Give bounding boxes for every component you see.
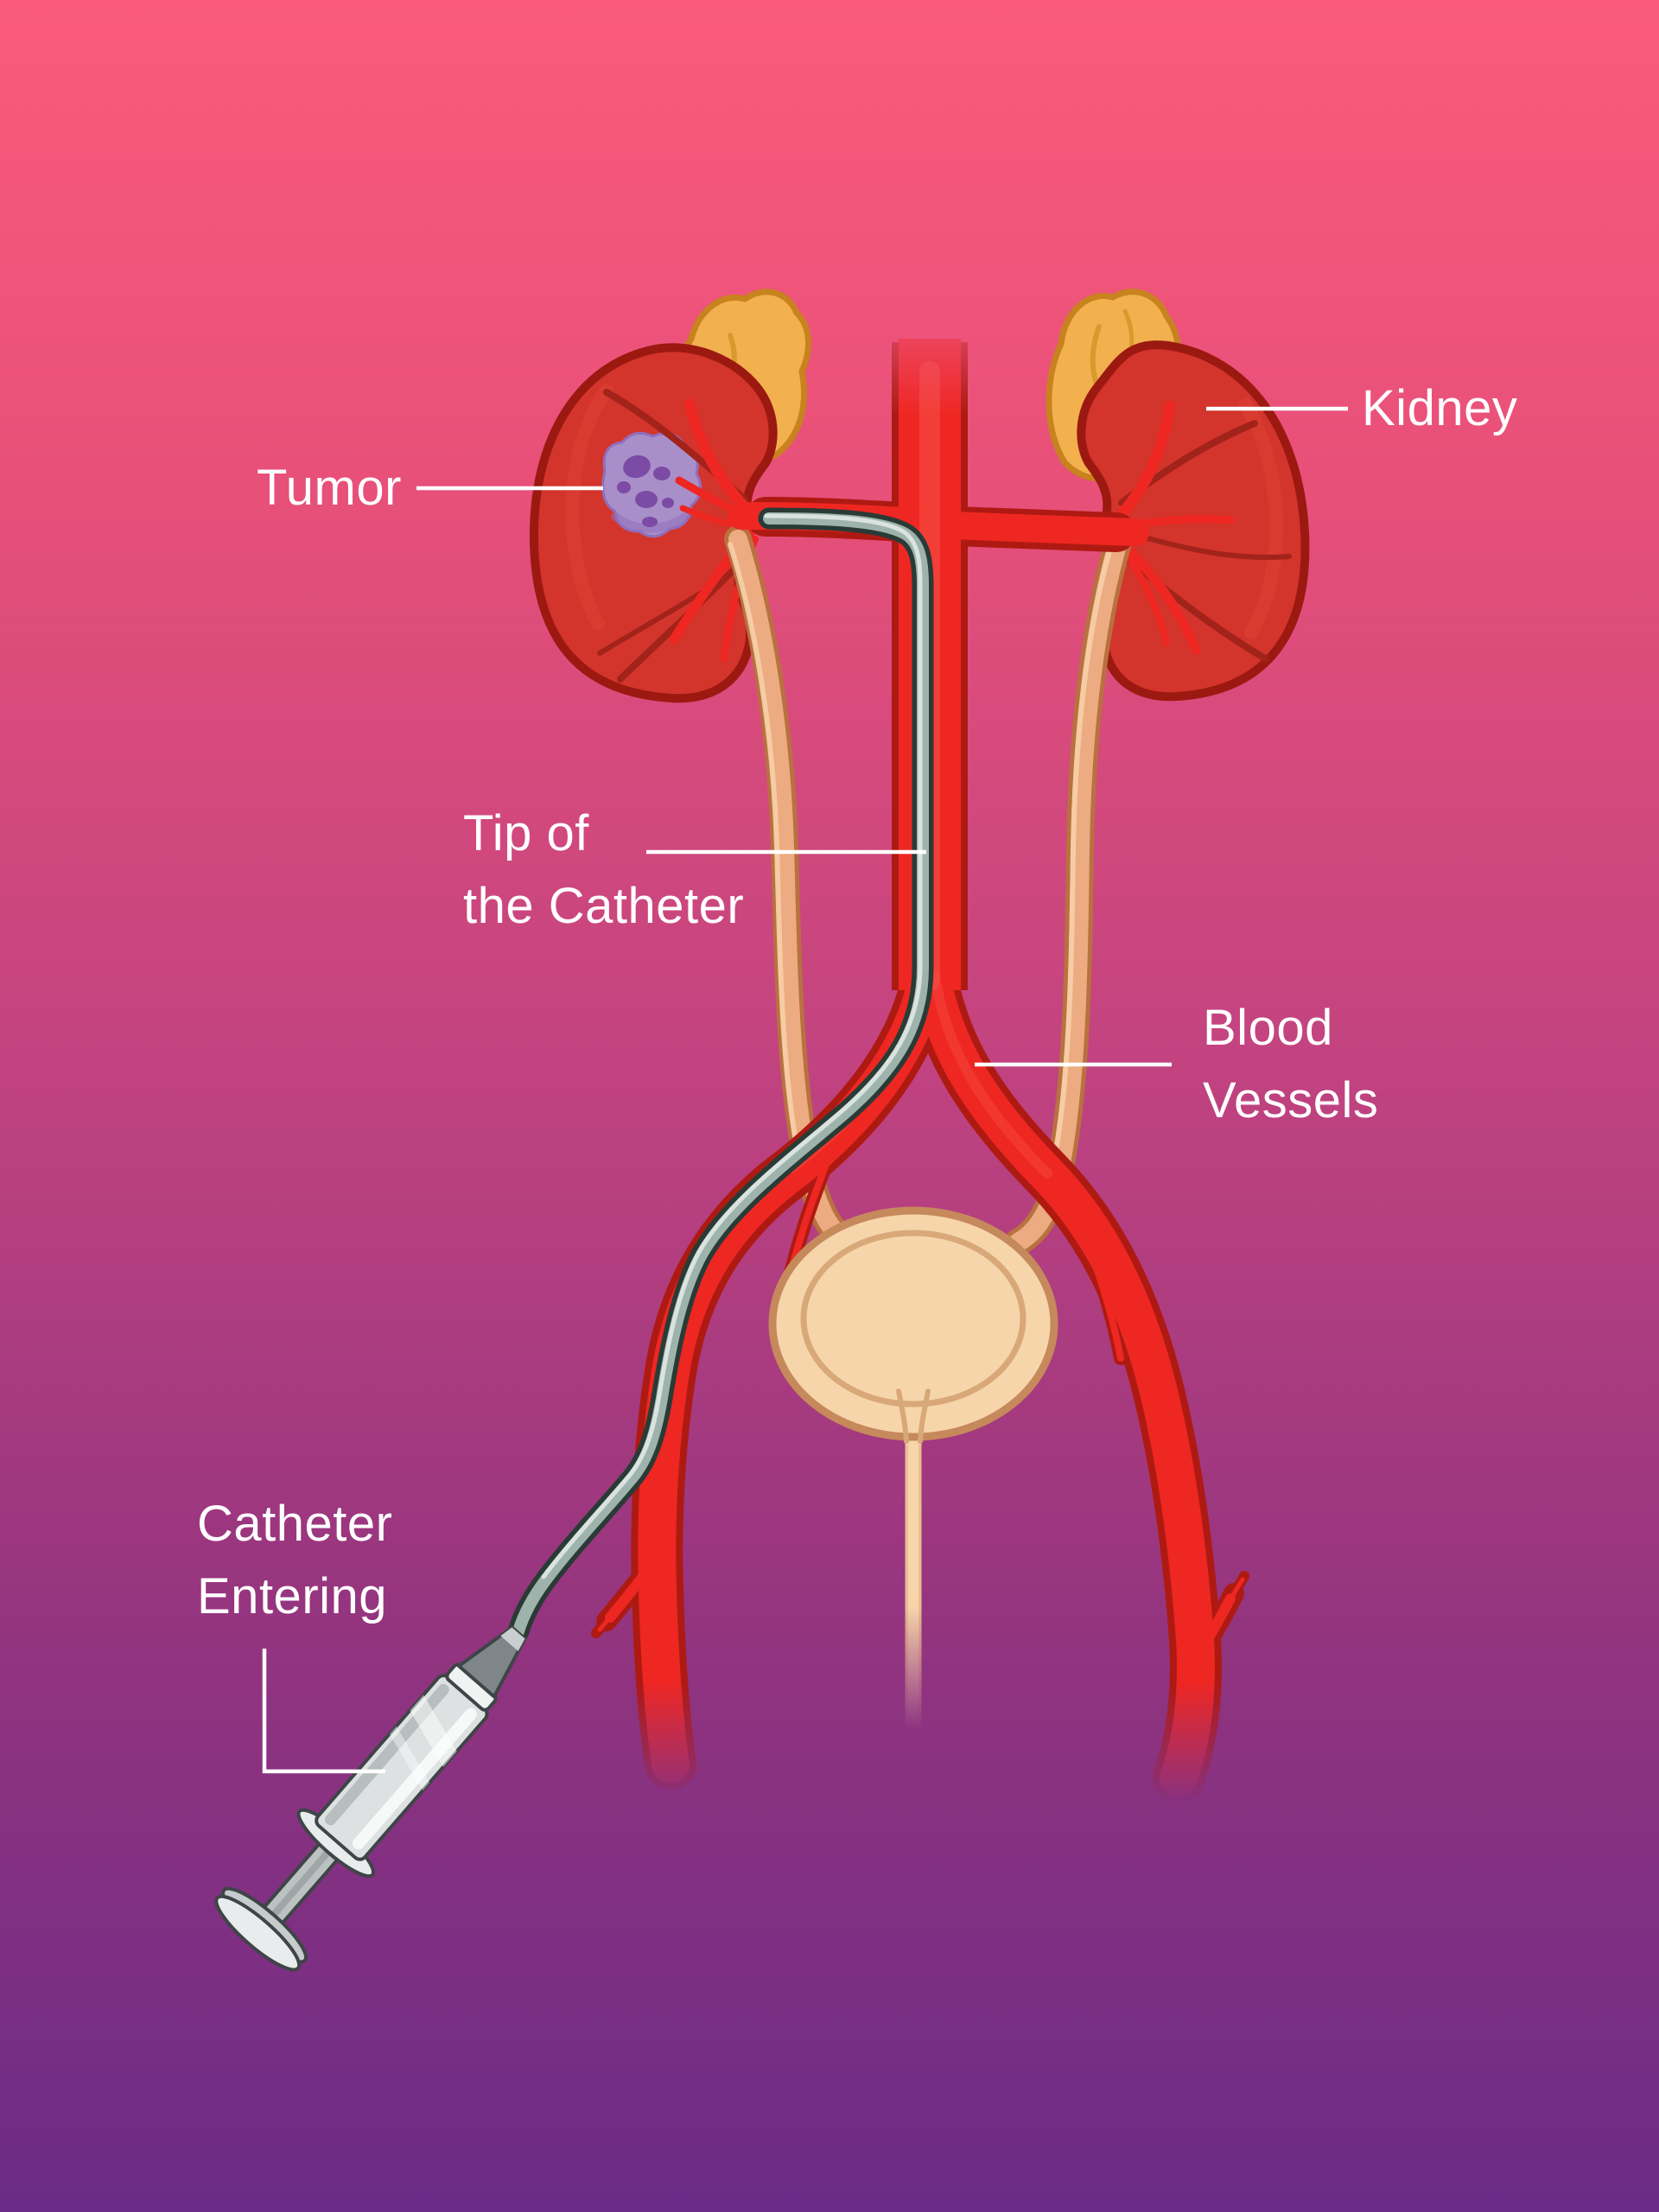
syringe-nozzle <box>457 1625 527 1699</box>
label-catheter-entering: Catheter Entering <box>197 1488 392 1633</box>
label-kidney: Kidney <box>1362 372 1517 445</box>
label-blood-vessels-line2: Vessels <box>1203 1072 1379 1128</box>
tumor-spots <box>617 454 674 527</box>
catheter <box>507 507 934 1643</box>
label-blood-vessels: Blood Vessels <box>1203 992 1378 1137</box>
urethra <box>900 1426 926 1741</box>
label-catheter-tip-line2: the Catheter <box>463 878 745 934</box>
syringe-barrel <box>315 1674 489 1861</box>
bladder <box>768 1206 1058 1444</box>
leader-lines <box>262 406 1348 1774</box>
label-tumor-text: Tumor <box>257 460 402 516</box>
leader-line-catheter-entering <box>262 1649 385 1774</box>
syringe <box>214 1625 527 1972</box>
tumor-mass <box>601 431 702 538</box>
syringe-thumb-rest <box>214 1894 302 1972</box>
label-tumor: Tumor <box>257 452 402 524</box>
label-kidney-text: Kidney <box>1362 380 1518 436</box>
label-catheter-tip: Tip of the Catheter <box>463 798 744 943</box>
label-catheter-tip-line1: Tip of <box>463 805 589 861</box>
renal-vessel-branches <box>597 389 1292 683</box>
label-blood-vessels-line1: Blood <box>1203 1000 1333 1056</box>
label-catheter-entering-line1: Catheter <box>197 1496 393 1552</box>
label-catheter-entering-line2: Entering <box>197 1568 388 1624</box>
